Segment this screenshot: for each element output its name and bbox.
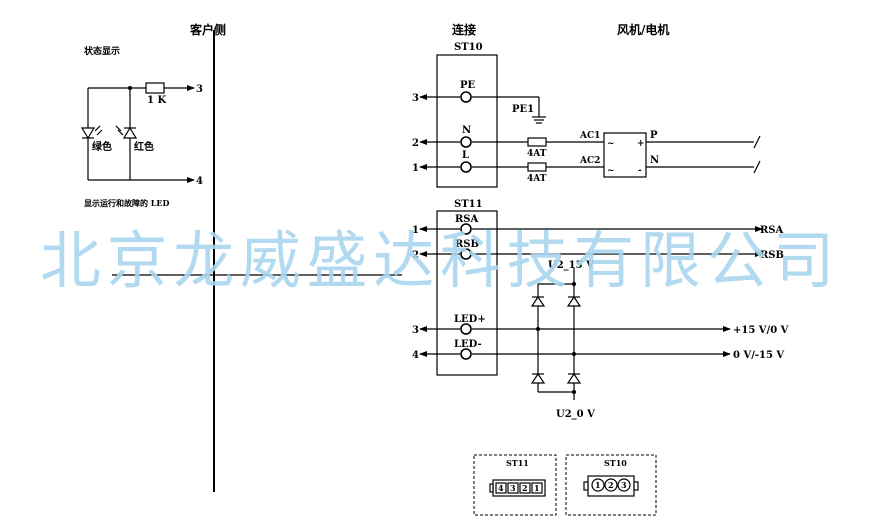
diode-bottom-right-icon bbox=[566, 372, 582, 384]
st10-pin-label: 3 bbox=[621, 480, 627, 490]
fuse-2-label: 4AT bbox=[527, 174, 547, 184]
ledm-junction-dot bbox=[572, 352, 576, 356]
st10-n-label: N bbox=[462, 125, 471, 136]
st11-pin4-label: 4 bbox=[412, 350, 419, 361]
rectifier-tilde-bottom: ~ bbox=[607, 166, 615, 176]
st11-pin3-label: 3 bbox=[412, 325, 419, 336]
led-caption: 显示运行和故障的 LED bbox=[84, 198, 170, 208]
rectifier-tilde-top: ~ bbox=[607, 139, 615, 149]
ac1-label: AC1 bbox=[579, 131, 600, 141]
st10-pin-circle bbox=[617, 478, 631, 492]
st11-connector-latch bbox=[489, 483, 494, 493]
led-pin4-label: 4 bbox=[196, 176, 203, 187]
p-break-icon bbox=[753, 135, 761, 149]
st10-connector-pins: 1 2 3 bbox=[591, 478, 631, 492]
st10-connector-latch-right bbox=[633, 481, 639, 491]
st10-pe-label: PE bbox=[460, 80, 476, 91]
st10-pin-circle bbox=[604, 478, 618, 492]
st11-pin1-label: 1 bbox=[412, 225, 419, 236]
st11-ledm-label: LED- bbox=[454, 339, 482, 350]
out-15v-label: +15 V/0 V bbox=[733, 325, 789, 336]
header-connection: 连接 bbox=[452, 22, 476, 37]
st11-rsb-terminal bbox=[460, 248, 472, 260]
watermark-text: 北京龙威盛达科技有限公司 bbox=[40, 224, 840, 297]
st11-connector-frame bbox=[473, 454, 557, 516]
rsa-out-label: RSA bbox=[760, 225, 784, 236]
st11-connector-pins: 4 3 2 1 bbox=[495, 482, 543, 494]
bridge-bottom-dot bbox=[572, 390, 576, 394]
diode-bottom-left-icon bbox=[530, 372, 546, 384]
st10-pin-label: 2 bbox=[608, 480, 614, 490]
u2-15v-label: U2_15 V bbox=[548, 260, 594, 271]
green-led-rays bbox=[94, 125, 103, 136]
st11-pin-label: 1 bbox=[534, 483, 540, 493]
st10-l-label: L bbox=[462, 150, 469, 161]
diode-top-left-icon bbox=[530, 295, 546, 307]
st11-ledp-label: LED+ bbox=[454, 314, 486, 325]
st11-rsa-terminal bbox=[460, 223, 472, 235]
rectifier-plus: + bbox=[637, 139, 645, 149]
n-out-label: N bbox=[650, 155, 659, 166]
u2-0v-label: U2_0 V bbox=[556, 409, 595, 420]
st11-pin-box bbox=[507, 482, 519, 494]
p-out-label: P bbox=[650, 130, 658, 141]
header-customer-side: 客户侧 bbox=[189, 22, 226, 37]
n-break-icon bbox=[753, 160, 761, 174]
st10-pin-circle bbox=[591, 478, 605, 492]
bridge-top-dot bbox=[572, 282, 576, 286]
rsb-out-label: RSB bbox=[760, 250, 784, 261]
ac2-label: AC2 bbox=[579, 156, 600, 166]
fuse-1 bbox=[527, 137, 547, 147]
st11-rsb-label: RSB bbox=[455, 239, 479, 250]
fuse-1-label: 4AT bbox=[527, 149, 547, 159]
red-led-icon bbox=[122, 126, 138, 139]
st11-pin-box bbox=[531, 482, 543, 494]
st10-pe-terminal bbox=[460, 91, 472, 103]
st10-pin3-label: 3 bbox=[412, 93, 419, 104]
status-display-title: 状态显示 bbox=[84, 45, 120, 57]
st10-connector-label: ST10 bbox=[604, 458, 627, 468]
st11-pin2-label: 2 bbox=[412, 250, 419, 261]
ledp-junction-dot bbox=[536, 327, 540, 331]
st10-pin1-label: 1 bbox=[412, 163, 419, 174]
st10-connector-frame bbox=[565, 454, 657, 516]
rectifier-minus: - bbox=[638, 166, 642, 176]
st11-pin-label: 2 bbox=[522, 483, 528, 493]
led-pin3-label: 3 bbox=[196, 84, 203, 95]
st11-pin-label: 3 bbox=[510, 483, 516, 493]
st10-n-terminal bbox=[460, 136, 472, 148]
st11-ledp-terminal bbox=[460, 323, 472, 335]
st11-pin-box bbox=[519, 482, 531, 494]
resistor-label: 1 K bbox=[147, 95, 166, 106]
st11-pin-box bbox=[495, 482, 507, 494]
resistor-1k bbox=[145, 82, 165, 94]
st10-connector-latch-left bbox=[583, 481, 589, 491]
st11-rsa-label: RSA bbox=[455, 214, 479, 225]
st11-block bbox=[436, 210, 498, 376]
out-0v-label: 0 V/-15 V bbox=[733, 350, 784, 361]
red-led-label: 红色 bbox=[134, 140, 154, 153]
pe1-label: PE1 bbox=[512, 104, 534, 115]
rectifier-block bbox=[603, 132, 647, 178]
st11-connector-label: ST11 bbox=[506, 458, 529, 468]
st11-title: ST11 bbox=[454, 199, 483, 210]
green-led-icon bbox=[80, 127, 96, 140]
st10-title: ST10 bbox=[454, 42, 483, 53]
st10-pin-label: 1 bbox=[595, 480, 601, 490]
st11-ledm-terminal bbox=[460, 348, 472, 360]
st10-l-terminal bbox=[460, 161, 472, 173]
green-led-label: 绿色 bbox=[92, 140, 112, 153]
diode-top-right-icon bbox=[566, 295, 582, 307]
header-fan-motor: 风机/电机 bbox=[617, 22, 669, 37]
st11-pin-label: 4 bbox=[498, 483, 504, 493]
fuse-2 bbox=[527, 162, 547, 172]
red-led-rays bbox=[115, 125, 124, 136]
st10-pin2-label: 2 bbox=[412, 138, 419, 149]
